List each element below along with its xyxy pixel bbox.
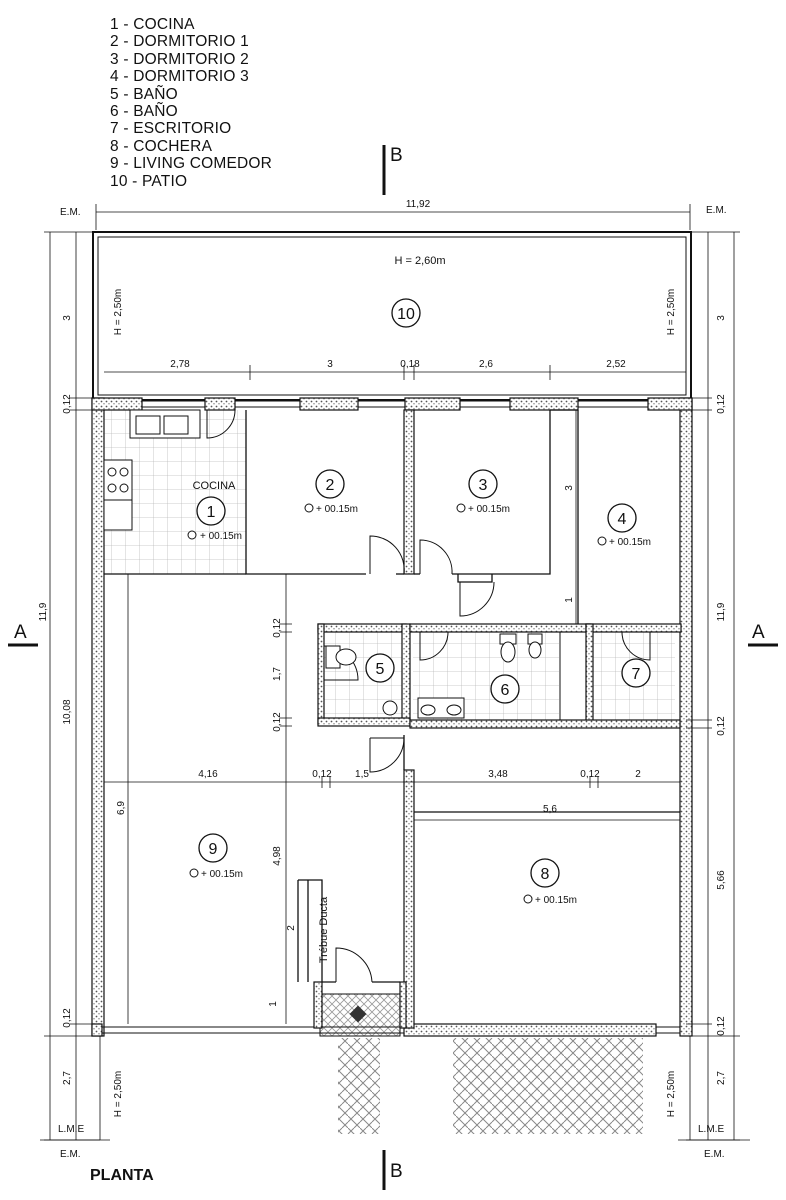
em-label-br: E.M. — [704, 1149, 725, 1160]
bath-fixtures — [325, 632, 561, 720]
room-legend: 1 - COCINA 2 - DORMITORIO 1 3 - DORMITOR… — [110, 16, 272, 190]
legend-item: 8 - COCHERA — [110, 137, 213, 155]
dim-012-b: 0,12 — [272, 712, 283, 732]
room-number-2: 2 — [326, 477, 335, 494]
height-label-right-top: H = 2,50m — [666, 289, 677, 335]
em-label-tr: E.M. — [706, 205, 727, 216]
exterior-walls — [91, 397, 693, 1037]
room-number-6: 6 — [501, 682, 510, 699]
dim-room4-3: 3 — [564, 485, 575, 491]
section-a-right: A — [752, 622, 765, 643]
level-label-9: + 00.15m — [201, 869, 243, 880]
dim-top-018: 0,18 — [400, 359, 420, 370]
interior-walls — [313, 409, 682, 1029]
patio-area — [92, 231, 692, 401]
dim-mid-15: 1,5 — [355, 769, 369, 780]
top-windows — [102, 400, 680, 1034]
level-label-4: + 00.15m — [609, 537, 651, 548]
doors — [206, 409, 651, 983]
dim-left-1008: 10,08 — [62, 699, 73, 724]
room-number-7: 7 — [632, 666, 641, 683]
dim-2: 2 — [286, 925, 297, 931]
partition-lines — [104, 409, 680, 983]
level-label-8: + 00.15m — [535, 895, 577, 906]
room-number-3: 3 — [479, 477, 488, 494]
dim-garage-width: 5,6 — [543, 804, 557, 815]
room-number-circles — [196, 298, 651, 888]
legend-item: 3 - DORMITORIO 2 — [110, 50, 249, 68]
dim-mid-012b: 0,12 — [580, 769, 600, 780]
column-marker — [349, 1005, 367, 1023]
room-number-10: 10 — [397, 306, 415, 323]
room-number-1: 1 — [207, 504, 216, 521]
section-markers — [8, 145, 778, 1190]
dim-top-3: 3 — [327, 359, 333, 370]
dim-top-252: 2,52 — [606, 359, 626, 370]
legend-item: 4 - DORMITORIO 3 — [110, 68, 249, 86]
level-label-3: + 00.15m — [468, 504, 510, 515]
plan-title: PLANTA — [90, 1167, 154, 1184]
legend-item: 9 - LIVING COMEDOR — [110, 155, 273, 173]
room-number-8: 8 — [541, 866, 550, 883]
dim-right-012-mid: 0,12 — [716, 716, 727, 736]
height-label-right-bottom: H = 2,50m — [666, 1071, 677, 1117]
dim-mid-348: 3,48 — [488, 769, 508, 780]
duct-label: Trébue Ducta — [318, 896, 330, 963]
dim-mid-012a: 0,12 — [312, 769, 332, 780]
dim-left-012-bottom: 0,12 — [62, 1008, 73, 1028]
dim-012-a: 0,12 — [272, 618, 283, 638]
dim-left-119: 11,9 — [38, 602, 49, 621]
dim-right-27: 2,7 — [716, 1071, 727, 1085]
level-label-1: + 00.15m — [200, 531, 242, 542]
legend-item: 5 - BAÑO — [110, 85, 178, 103]
level-marker-icons — [187, 503, 607, 904]
entrance-paving — [338, 1038, 380, 1134]
section-b-top: B — [390, 145, 403, 166]
dim-left-012-top: 0,12 — [62, 394, 73, 414]
section-b-bottom: B — [390, 1161, 403, 1182]
dim-right-566: 5,66 — [716, 870, 727, 890]
dim-69: 6,9 — [116, 801, 127, 815]
lme-label-right: L.M.E — [698, 1124, 724, 1135]
kitchen-fixtures — [103, 409, 201, 531]
lme-label-left: L.M.E — [58, 1124, 84, 1135]
dimension-lines — [40, 204, 750, 1141]
dim-1-bottom: 1 — [268, 1001, 279, 1007]
level-label-2: + 00.15m — [316, 504, 358, 515]
legend-item: 6 - BAÑO — [110, 103, 178, 121]
dim-mid-416: 4,16 — [198, 769, 218, 780]
dim-right-012-top: 0,12 — [716, 394, 727, 414]
room-number-4: 4 — [618, 511, 627, 528]
patio-height-label: H = 2,60m — [394, 255, 445, 267]
driveway-paving — [453, 1038, 643, 1134]
legend-item: 1 - COCINA — [110, 16, 195, 33]
dim-top-26: 2,6 — [479, 359, 493, 370]
dim-right-3: 3 — [716, 315, 727, 321]
room-number-9: 9 — [209, 841, 218, 858]
dim-room4-1: 1 — [564, 597, 575, 603]
dim-total-width: 11,92 — [406, 199, 431, 210]
legend-item: 7 - ESCRITORIO — [110, 120, 232, 138]
dim-498: 4,98 — [272, 846, 283, 866]
section-a-left: A — [14, 622, 27, 643]
dim-17: 1,7 — [272, 667, 283, 681]
cocina-label: COCINA — [193, 480, 236, 492]
room-number-5: 5 — [376, 661, 385, 678]
dim-top-278: 2,78 — [170, 359, 190, 370]
height-label-left-bottom: H = 2,50m — [113, 1071, 124, 1117]
dim-right-119: 11,9 — [716, 602, 727, 621]
height-label-left-top: H = 2,50m — [113, 289, 124, 335]
em-label-tl: E.M. — [60, 207, 81, 218]
em-label-bl: E.M. — [60, 1149, 81, 1160]
legend-item: 2 - DORMITORIO 1 — [110, 33, 249, 51]
legend-item: 10 - PATIO — [110, 172, 188, 190]
dim-right-012-bottom: 0,12 — [716, 1016, 727, 1036]
dim-left-3: 3 — [62, 315, 73, 321]
dim-left-27: 2,7 — [62, 1071, 73, 1085]
dim-mid-2: 2 — [635, 769, 641, 780]
